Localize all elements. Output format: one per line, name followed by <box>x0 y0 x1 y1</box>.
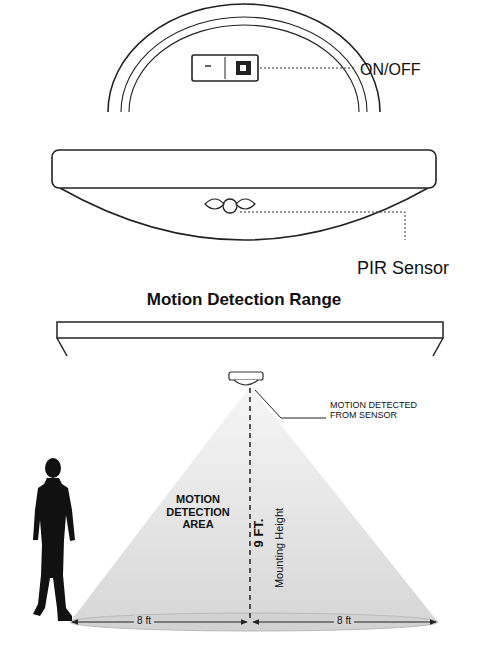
person-silhouette <box>33 458 75 621</box>
detection-cone <box>70 386 438 631</box>
dimension-line <box>72 622 247 623</box>
callout-label: MOTION DETECTED FROM SENSOR <box>330 400 430 421</box>
dimension-label: 8 ft <box>334 615 354 627</box>
leader-line <box>240 212 405 240</box>
height-value: 9 FT. <box>252 519 267 548</box>
dimension-label: 8 ft <box>134 615 154 627</box>
top-view <box>108 4 380 112</box>
leader-line <box>255 390 326 418</box>
ceiling <box>57 322 443 356</box>
ceiling-sensor <box>229 372 263 385</box>
height-label: Mounting Height <box>273 508 286 588</box>
area-label: MOTION DETECTION AREA <box>162 493 234 531</box>
part-label: PIR Sensor <box>357 258 449 279</box>
floor-ellipse <box>70 613 438 631</box>
switch-label: ON/OFF <box>360 61 420 79</box>
side-view <box>52 150 436 240</box>
mounting-height-line <box>249 388 251 620</box>
section-title: Motion Detection Range <box>147 290 342 310</box>
leader-line <box>260 68 354 69</box>
